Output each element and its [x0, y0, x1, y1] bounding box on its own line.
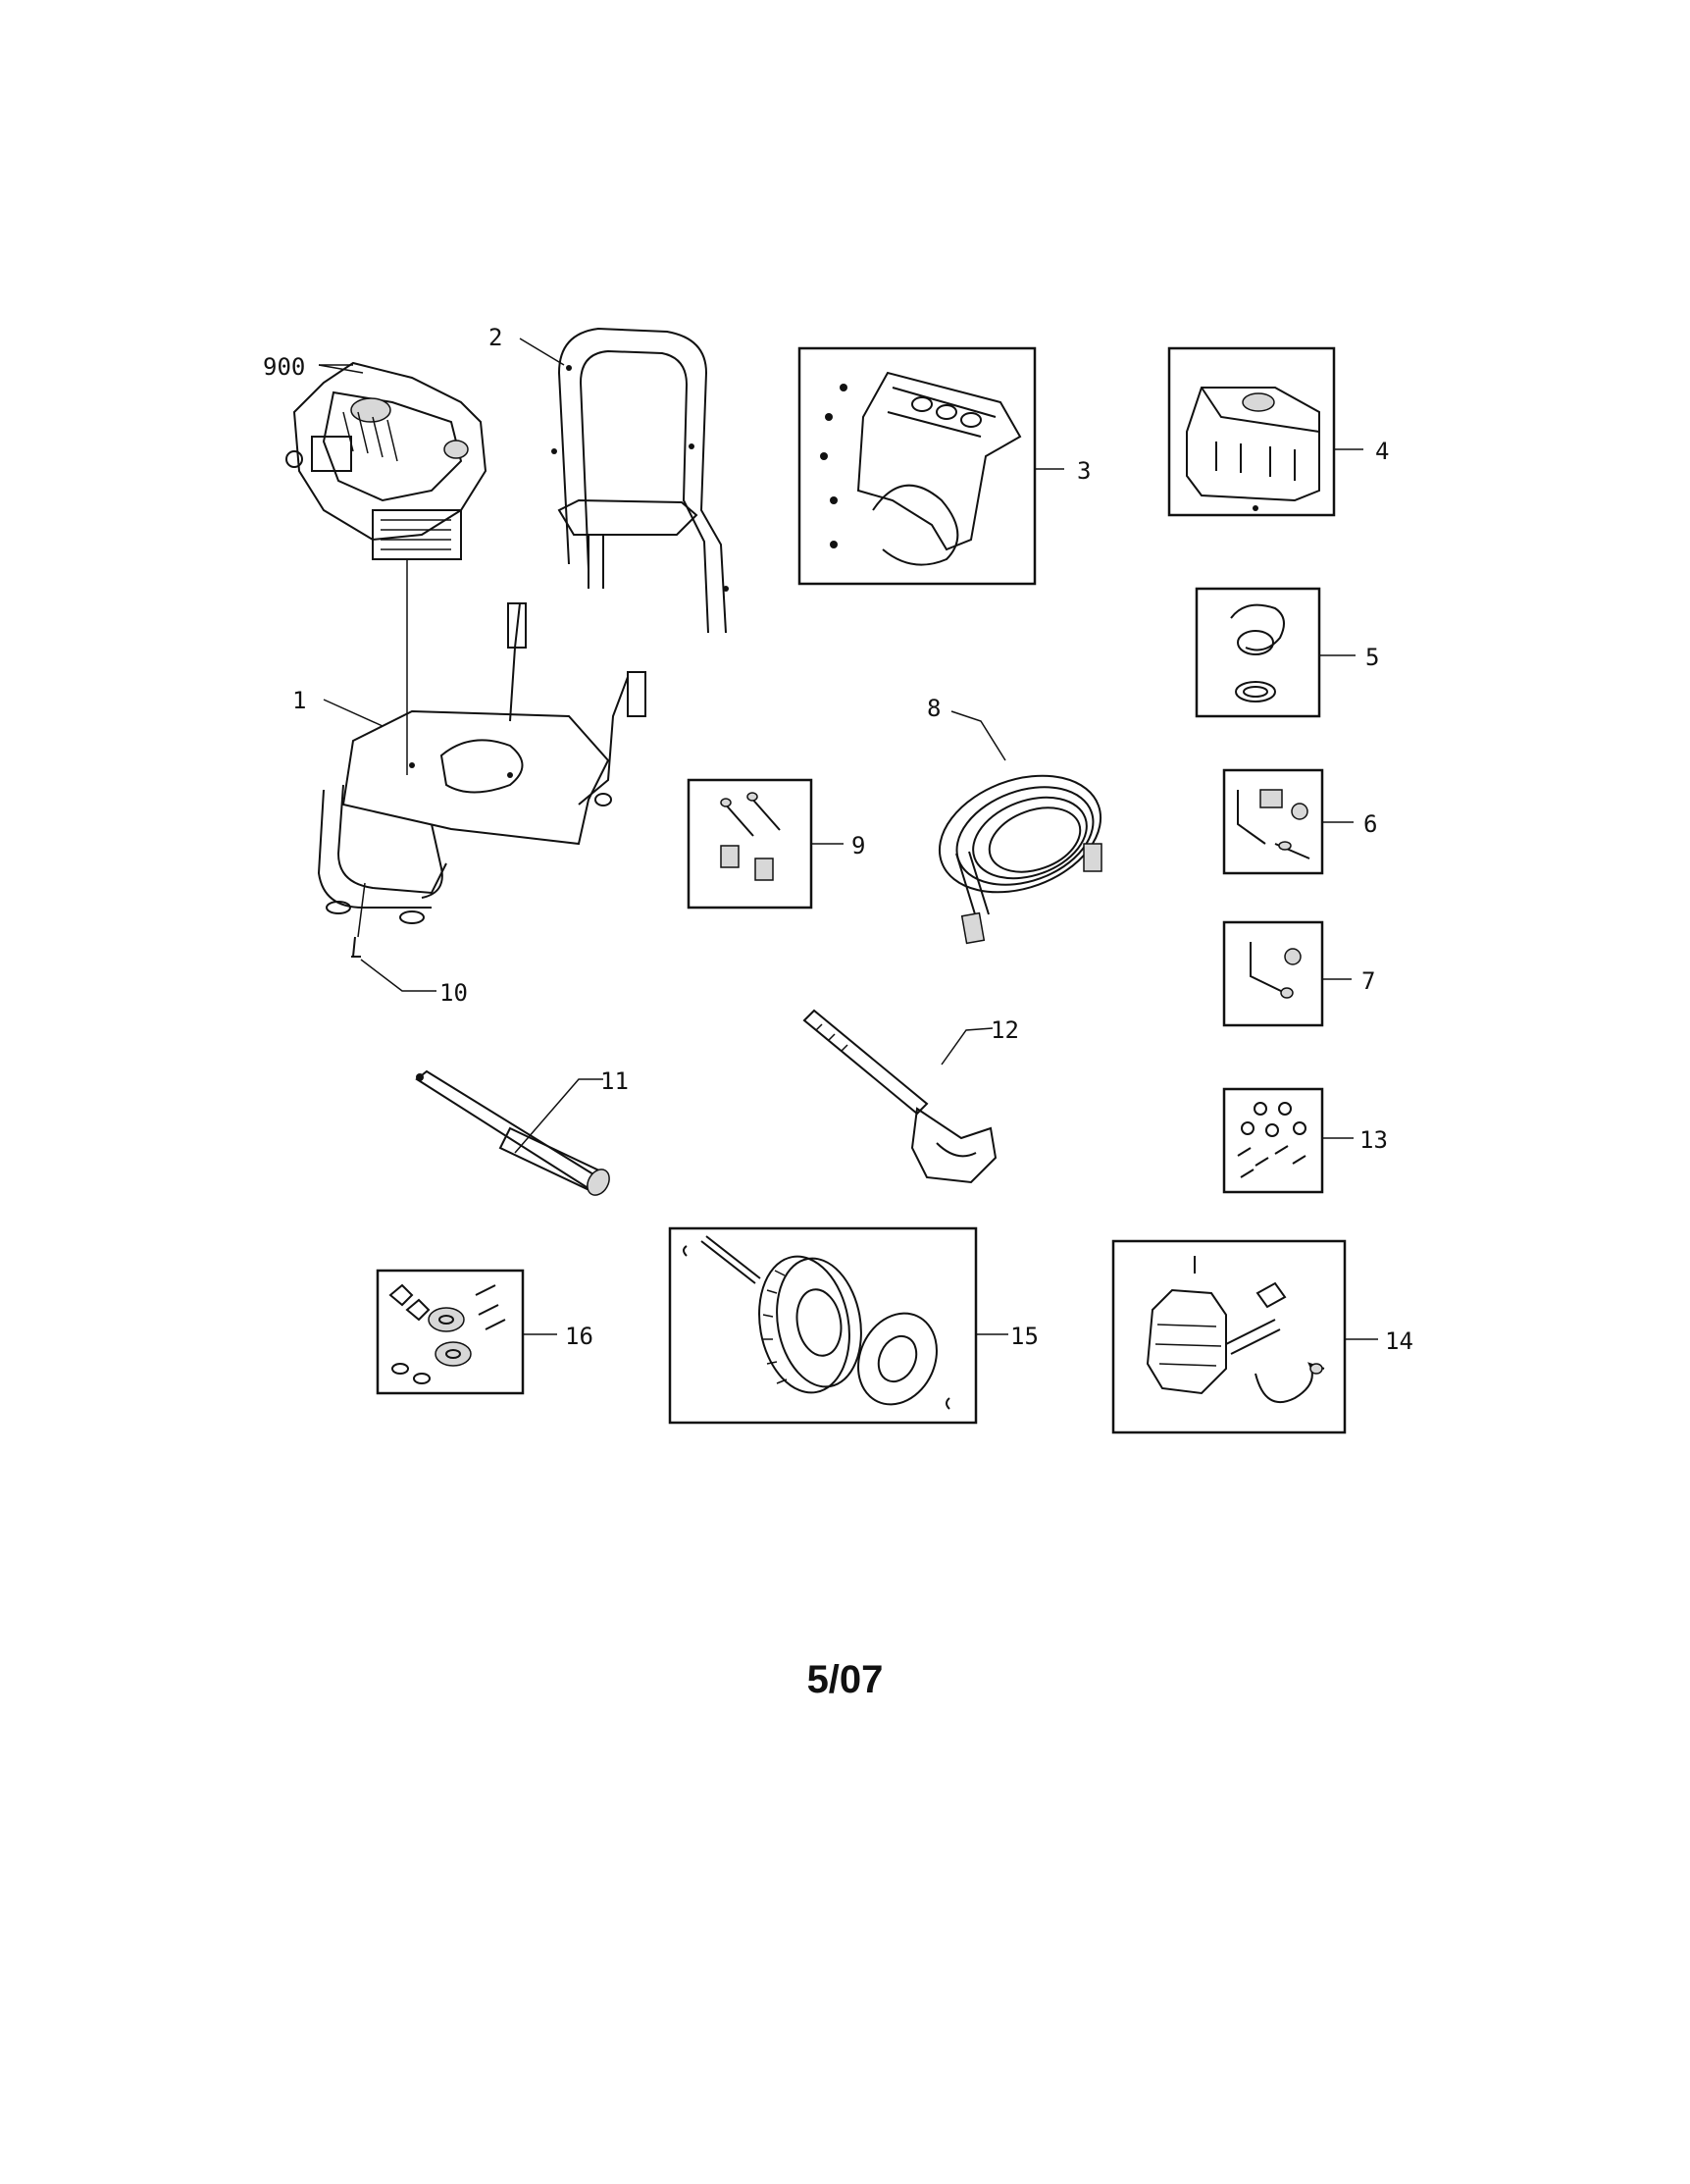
date-code: 5/07: [806, 1658, 884, 1701]
part-3-box: [797, 346, 1037, 586]
callout-16: 16: [565, 1323, 593, 1350]
part-12-spray-gun[interactable]: [802, 1009, 998, 1184]
part-6-hardware[interactable]: [1237, 789, 1310, 859]
part-4-tank[interactable]: [1186, 387, 1320, 511]
callout-15: 15: [1010, 1323, 1039, 1350]
part-10-screw[interactable]: [351, 882, 366, 958]
part-11-wand[interactable]: [415, 1069, 614, 1199]
callout-14: 14: [1385, 1327, 1413, 1355]
callout-6: 6: [1363, 810, 1377, 838]
leader-2: [519, 338, 565, 366]
part-9-hardware[interactable]: [720, 792, 781, 881]
callout-8: 8: [927, 695, 941, 722]
callout-3: 3: [1077, 457, 1091, 485]
callout-4: 4: [1375, 438, 1389, 465]
callout-900: 900: [263, 353, 305, 381]
callout-10: 10: [439, 979, 468, 1007]
part-8-hose[interactable]: [923, 754, 1116, 945]
leader-10: [360, 959, 436, 992]
callout-13: 13: [1359, 1126, 1388, 1154]
part-15-box: [668, 1226, 978, 1425]
callout-9: 9: [851, 832, 865, 859]
part-1-frame[interactable]: [317, 602, 646, 924]
part-16-box: [376, 1269, 525, 1395]
leader-11: [514, 1078, 603, 1154]
part-7-hardware[interactable]: [1250, 942, 1302, 999]
part-14-pump[interactable]: [1146, 1256, 1325, 1403]
callout-12: 12: [991, 1016, 1019, 1044]
part-14-box: [1111, 1239, 1347, 1434]
callout-1: 1: [292, 687, 306, 714]
part-5-cap[interactable]: [1230, 603, 1285, 702]
part-3-bracket[interactable]: [820, 371, 1022, 566]
part-4-box: [1167, 346, 1336, 517]
part-13-box: [1222, 1087, 1324, 1194]
leader-1: [323, 699, 384, 727]
part-5-box: [1195, 587, 1321, 718]
callout-7: 7: [1361, 967, 1375, 995]
leader-8: [950, 710, 1006, 761]
part-16-hardware[interactable]: [388, 1283, 506, 1384]
part-900-engine[interactable]: [285, 361, 487, 775]
part-15-wheel-kit[interactable]: [683, 1235, 951, 1418]
callout-11: 11: [600, 1067, 629, 1095]
part-2-handle[interactable]: [551, 327, 729, 634]
callout-5: 5: [1365, 644, 1379, 671]
leader-12: [941, 1027, 994, 1066]
callout-2: 2: [488, 324, 502, 351]
part-7-box: [1222, 920, 1324, 1027]
part-13-hardware[interactable]: [1237, 1102, 1306, 1178]
